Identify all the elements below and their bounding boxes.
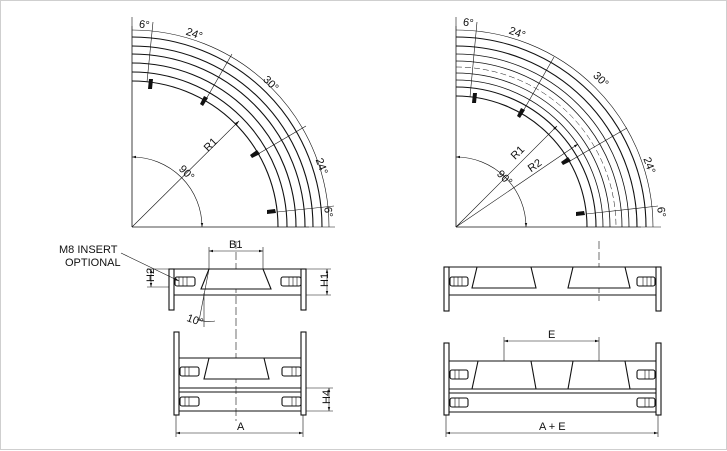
left-radius-label: R1 [202,136,220,154]
right-double-section: E A + E [443,329,662,437]
left-angle-30: 30° [260,74,280,94]
dim-h4: H4 [321,390,333,404]
right-curve-plan: 6° 24° 30° 24° 6° 90° R1 R2 [455,17,668,228]
right-angle-24-b: 24° [640,156,657,176]
callout-optional: OPTIONAL [65,257,121,269]
left-double-section: H4 A [173,331,333,437]
left-section-view: B1 H1 H2 10° M8 INSERT OPTIONAL [59,239,331,331]
left-angle-6-right: 6° [321,206,334,218]
left-angle-24-b: 24° [313,157,330,177]
dim-a: A [237,421,245,433]
callout-m8-insert: M8 INSERT [59,244,118,256]
right-radius-r1: R1 [509,144,527,162]
left-curve-plan: 6° 24° 30° 24° 6° 90° R1 [131,17,335,228]
dim-tilt-10: 10° [185,312,205,329]
right-radius-r2: R2 [526,157,544,175]
right-section-view [443,241,662,312]
left-angle-6-top: 6° [138,19,150,32]
left-angle-24-a: 24° [184,26,204,43]
right-angle-6-right: 6° [654,206,667,218]
right-angle-30: 30° [590,70,610,90]
dim-h2: H2 [145,268,157,282]
right-angle-90: 90° [494,168,514,188]
dim-a-plus-e: A + E [539,421,566,433]
dim-e: E [548,329,555,341]
dim-h1: H1 [319,273,331,287]
right-angle-24-a: 24° [507,25,527,42]
right-angle-6-top: 6° [462,17,474,30]
dim-b1: B1 [229,239,242,251]
